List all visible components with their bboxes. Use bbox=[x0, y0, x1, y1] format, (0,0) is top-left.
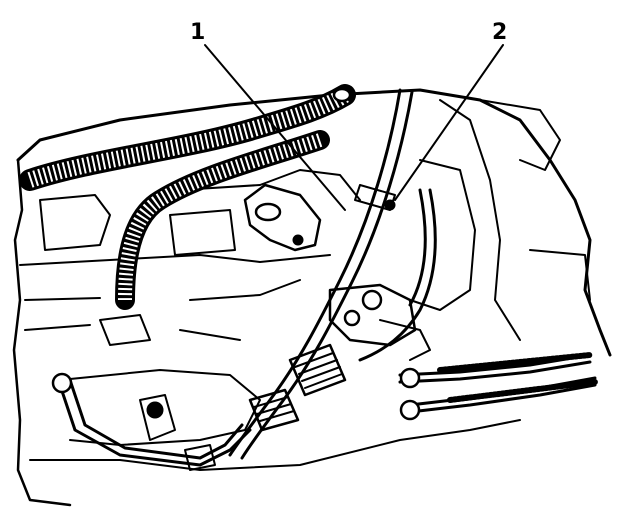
mount-bracket bbox=[243, 183, 322, 252]
callout-1: 1 bbox=[190, 20, 206, 45]
callout-2: 2 bbox=[492, 20, 508, 45]
transmission-housing bbox=[12, 88, 612, 507]
cooler-lines bbox=[51, 372, 252, 471]
callout-leaders bbox=[204, 44, 504, 211]
secondary-cable bbox=[358, 188, 437, 362]
right-tube-lines bbox=[398, 352, 598, 421]
wiring-harness-conduit bbox=[19, 84, 356, 346]
cable-boot bbox=[248, 343, 347, 432]
shift-cable bbox=[228, 88, 414, 460]
cable-bracket bbox=[328, 283, 431, 361]
